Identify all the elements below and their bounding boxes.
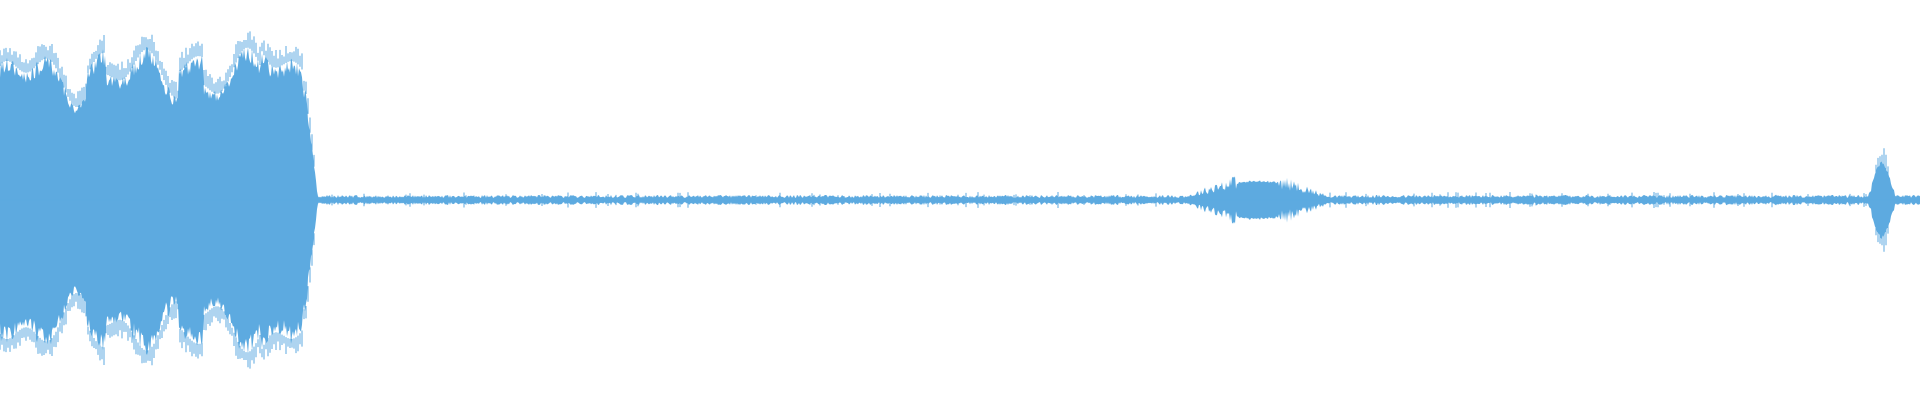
waveform <box>0 31 1920 369</box>
